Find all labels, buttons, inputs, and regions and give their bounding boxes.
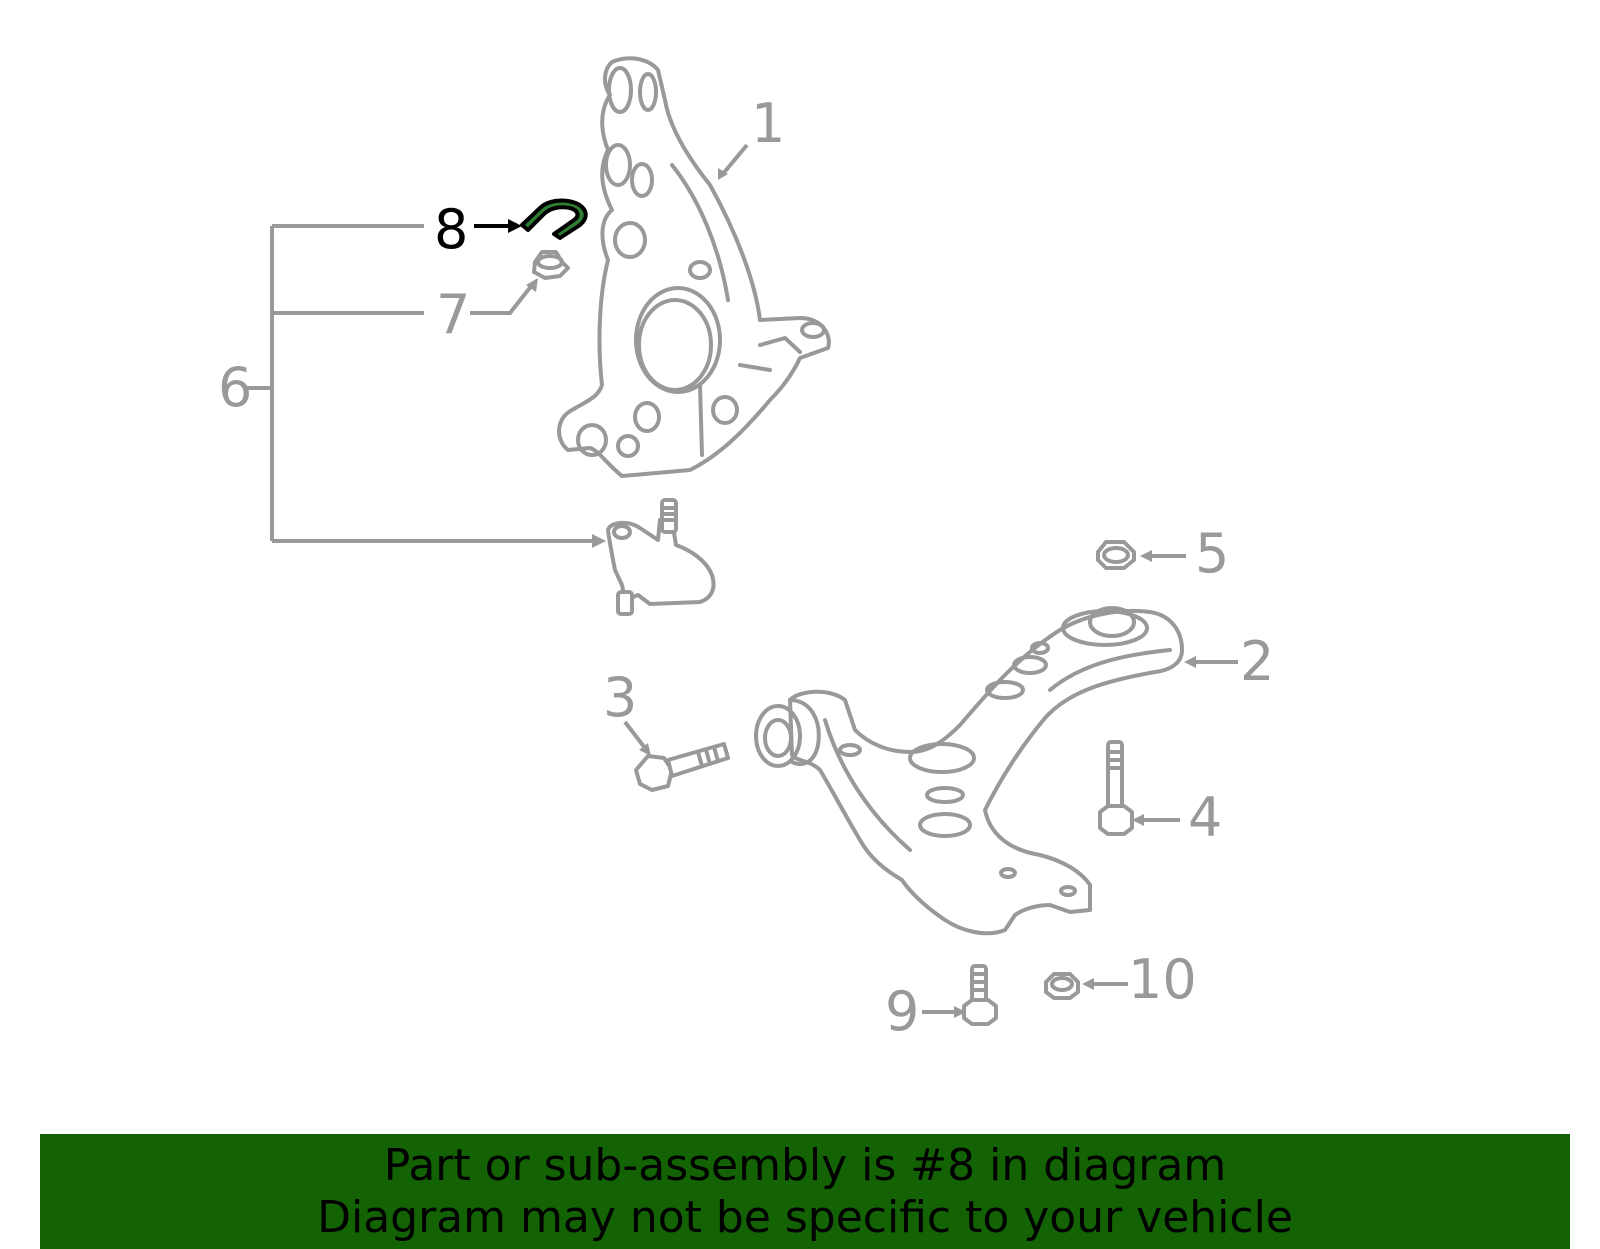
callout-10: 10 [1128, 948, 1197, 1011]
part-10-nut[interactable] [1044, 972, 1080, 1000]
callout-8: 8 [434, 198, 468, 261]
part-9-bolt[interactable] [962, 964, 998, 1026]
callout-1: 1 [751, 92, 785, 155]
parts-diagram: 1 2 3 4 5 6 7 8 9 10 [218, 56, 1274, 1043]
part-5-nut[interactable] [1096, 540, 1136, 570]
callout-7: 7 [436, 283, 470, 346]
leader-lines [246, 143, 1238, 1018]
part-1-steering-knuckle[interactable] [557, 56, 831, 478]
notice-line-1: Part or sub-assembly is #8 in diagram [383, 1139, 1227, 1191]
notice-line-2: Diagram may not be specific to your vehi… [317, 1191, 1293, 1243]
part-7-nut[interactable] [532, 250, 570, 280]
callout-3: 3 [603, 666, 637, 729]
part-2-lower-control-arm[interactable] [754, 606, 1184, 936]
notice-banner: Part or sub-assembly is #8 in diagram Di… [40, 1134, 1570, 1249]
part-8-clip[interactable] [520, 198, 588, 240]
callout-6: 6 [218, 356, 252, 419]
part-3-bolt[interactable] [634, 742, 730, 792]
callout-4: 4 [1188, 786, 1222, 849]
part-4-bolt[interactable] [1098, 740, 1134, 836]
callout-9: 9 [885, 980, 919, 1043]
part-6-ball-joint[interactable] [606, 498, 716, 616]
callout-2: 2 [1240, 630, 1274, 693]
callout-5: 5 [1195, 522, 1229, 585]
